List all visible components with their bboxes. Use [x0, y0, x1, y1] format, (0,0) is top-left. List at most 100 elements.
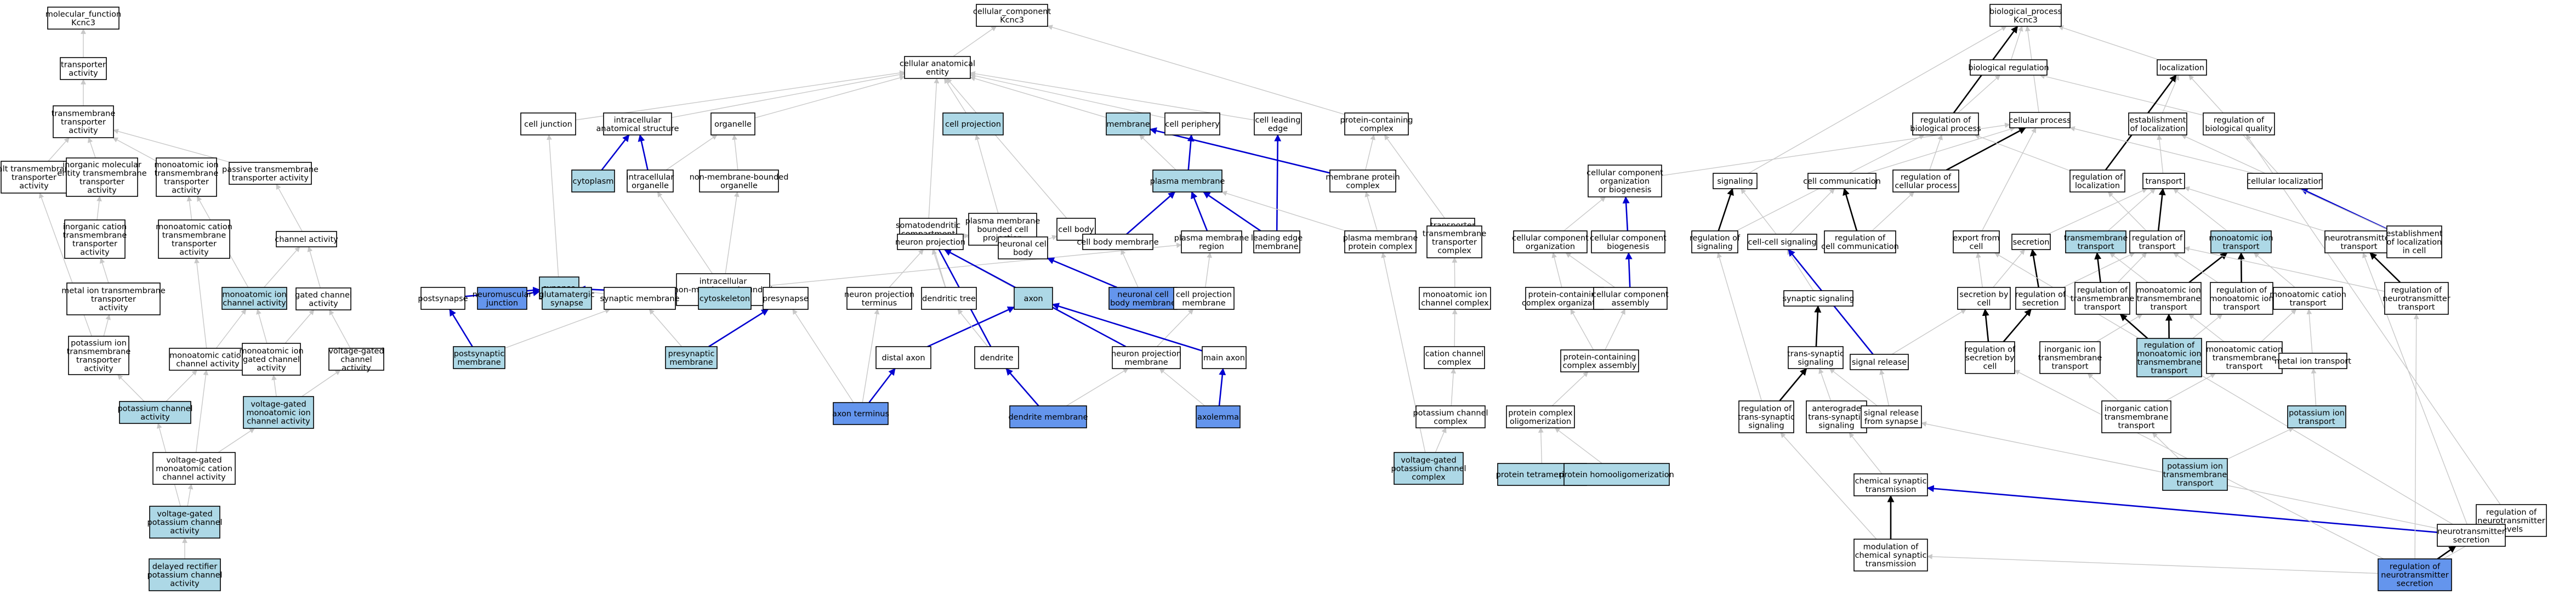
term-node-distalaxon[interactable]: distal axon: [875, 346, 931, 369]
term-node-cytoplasm[interactable]: cytoplasm: [571, 169, 615, 193]
term-node-monota[interactable]: monoatomic iontransmembranetransporterac…: [154, 157, 219, 197]
term-node-cellcellsig[interactable]: cell-cell signaling: [1747, 234, 1817, 250]
term-node-presyn[interactable]: presynapse: [763, 287, 809, 310]
term-node-axon[interactable]: axon: [1014, 287, 1053, 310]
term-node-synmem[interactable]: synaptic membrane: [600, 287, 680, 310]
term-node-plasmamem[interactable]: plasma membrane: [1150, 169, 1225, 193]
term-node-celljunc[interactable]: cell junction: [520, 112, 576, 135]
term-node-monocat[interactable]: monoatomic cationtransmembranetransporte…: [156, 219, 232, 259]
term-node-secretion[interactable]: secretion: [2011, 234, 2051, 250]
term-node-neuronproj[interactable]: neuron projection: [895, 234, 965, 250]
term-node-cellperiph[interactable]: cell periphery: [1164, 112, 1220, 135]
term-node-potta[interactable]: potassium iontransmembranetransporteract…: [67, 336, 131, 375]
term-node-mainaxon[interactable]: main axon: [1202, 346, 1247, 369]
term-node-cytoskel[interactable]: cytoskeleton: [698, 287, 752, 310]
term-node-transport[interactable]: transport: [2142, 173, 2185, 189]
term-node-inorgcat[interactable]: inorganic cationtransmembranetransporter…: [63, 219, 127, 259]
term-node-synsig[interactable]: synaptic signaling: [1782, 290, 1855, 307]
term-node-cellproc[interactable]: cellular process: [2009, 112, 2071, 128]
term-node-sigrelease[interactable]: signal release: [1850, 354, 1909, 370]
term-node-localization[interactable]: localization: [2157, 59, 2207, 76]
term-node-organelle[interactable]: organelle: [710, 112, 755, 135]
term-node-cellloc[interactable]: cellular localization: [2247, 173, 2323, 189]
term-node-axonterm[interactable]: axon terminus: [832, 402, 889, 425]
term-node-dendmem[interactable]: dendrite membrane: [1008, 405, 1088, 428]
term-node-signaling[interactable]: signaling: [1713, 173, 1758, 189]
term-node-cellcomm[interactable]: cell communication: [1803, 173, 1881, 189]
term-node-membrane[interactable]: membrane: [1106, 112, 1151, 135]
term-node-dendtree[interactable]: dendritic tree: [921, 287, 977, 310]
term-node-metal[interactable]: metal ion transmembranetransporteractivi…: [61, 282, 166, 315]
term-node-metaliontrans[interactable]: metal ion transport: [2274, 353, 2351, 369]
